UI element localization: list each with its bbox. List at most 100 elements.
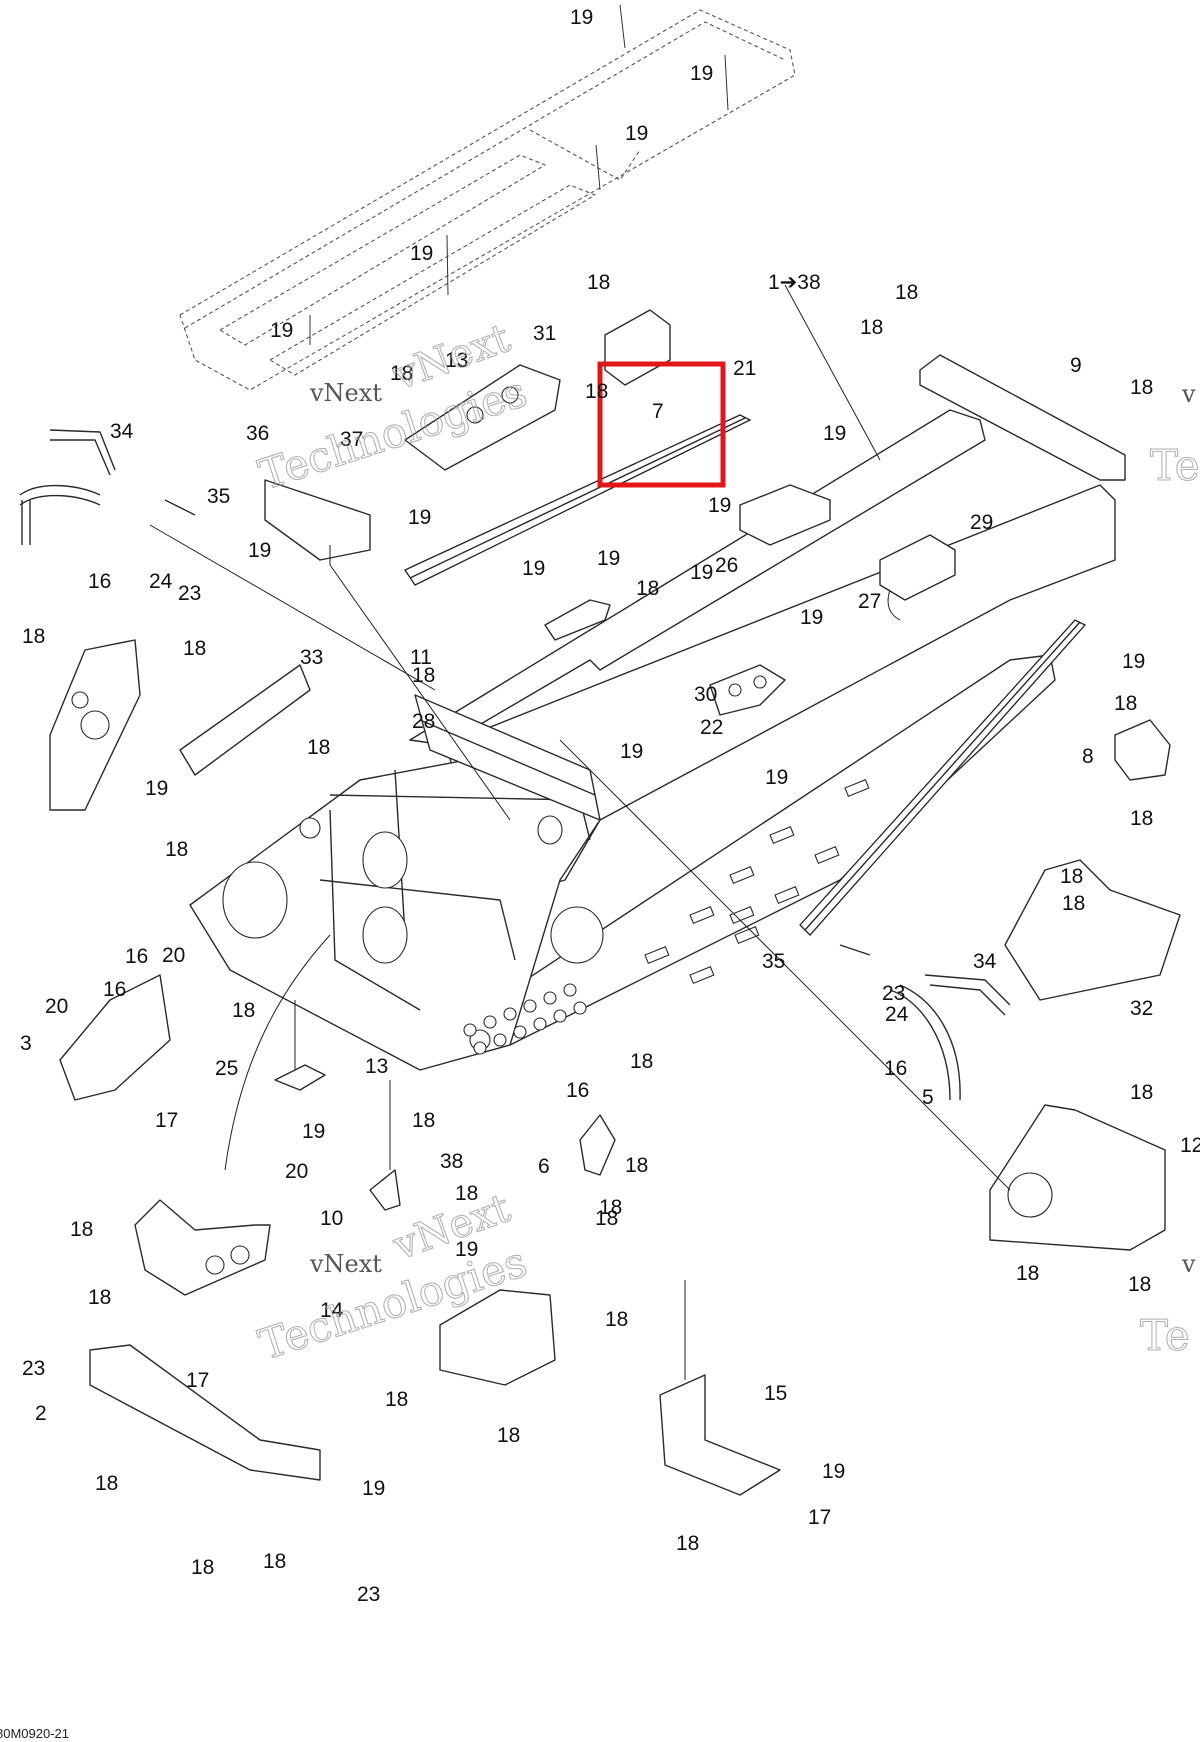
callout-label: 1➔38	[768, 271, 821, 294]
tunnel-front-perforations	[463, 983, 587, 1055]
part-9	[919, 354, 1126, 481]
drawing-code: 80M0920-21	[0, 1726, 69, 1741]
callout-label: 34	[973, 950, 997, 973]
callout-label: 18	[1016, 1262, 1039, 1285]
part-30	[709, 664, 786, 716]
callout-label: 19	[145, 777, 168, 800]
callout-label: 19	[248, 539, 271, 562]
callout-label: 18	[455, 1182, 478, 1205]
callout-label: 33	[300, 646, 323, 669]
callout-label: 19	[822, 1460, 845, 1483]
callout-label: 18	[1130, 1081, 1153, 1104]
callout-label: 20	[162, 944, 185, 967]
rail-21	[404, 414, 752, 586]
callout-label: 30	[694, 683, 717, 706]
part-3	[59, 974, 171, 1101]
part-33	[179, 664, 311, 776]
callout-label: 18	[232, 999, 255, 1022]
callout-label: 14	[320, 1299, 344, 1322]
callout-label: 28	[412, 710, 435, 733]
callout-label: 3	[20, 1032, 32, 1055]
watermark-upper-line1: vNext	[309, 379, 382, 407]
callout-label: 19	[708, 494, 731, 517]
callout-label: 19	[765, 766, 788, 789]
callout-label: 19	[270, 319, 293, 342]
callout-label: 17	[155, 1109, 178, 1132]
callout-label: 35	[762, 950, 785, 973]
callout-label: 18	[860, 316, 883, 339]
callout-label: 19	[690, 62, 713, 85]
part-31	[404, 364, 561, 471]
callout-label: 16	[88, 570, 111, 593]
watermark-edge-2: Te	[1150, 441, 1200, 490]
callout-label: 16	[125, 945, 148, 968]
part-35-left	[164, 499, 196, 516]
callout-label: 24	[885, 1003, 909, 1026]
callout-label: 19	[410, 242, 433, 265]
callout-label: 12	[1180, 1134, 1200, 1157]
part-14	[439, 1289, 556, 1386]
callout-label: 18	[263, 1550, 286, 1573]
callout-label: 18	[1130, 807, 1153, 830]
part-36	[264, 479, 371, 561]
part-5-right	[889, 984, 961, 1101]
callout-label: 26	[715, 554, 738, 577]
highlight-box	[597, 361, 726, 488]
callout-label: 7	[652, 400, 664, 423]
callout-label: 19	[620, 740, 643, 763]
watermark-edge-3: v	[1181, 1250, 1196, 1278]
callout-label: 19	[455, 1238, 478, 1261]
callout-label: 18	[1062, 892, 1085, 915]
callout-label: 23	[22, 1357, 45, 1380]
callout-label: 5	[922, 1086, 934, 1109]
part-13-lower	[274, 1064, 326, 1091]
callout-label: 22	[700, 716, 723, 739]
callout-label: 18	[183, 637, 206, 660]
callout-label: 19	[302, 1120, 325, 1143]
callout-label: 27	[858, 590, 881, 613]
callout-label: 20	[45, 995, 68, 1018]
callout-label: 6	[538, 1155, 550, 1178]
part-8	[1114, 719, 1171, 781]
callout-label: 18	[412, 1109, 435, 1132]
watermark-edge-4: Te	[1140, 1311, 1190, 1360]
callout-label: 37	[340, 428, 363, 451]
part-34-left	[49, 429, 116, 476]
callout-label: 18	[390, 362, 413, 385]
callout-label: 38	[440, 1150, 463, 1173]
callout-label: 18	[895, 281, 918, 304]
callout-label: 21	[733, 357, 756, 380]
callout-label: 18	[497, 1424, 520, 1447]
callout-label: 18	[1060, 865, 1083, 888]
part-29	[544, 599, 611, 641]
part-34-right	[924, 974, 1011, 1016]
callout-label: 19	[823, 422, 846, 445]
callout-label: 24	[149, 570, 173, 593]
callout-label: 18	[630, 1050, 653, 1073]
callout-label: 19	[362, 1477, 385, 1500]
callout-label: 10	[320, 1207, 343, 1230]
callout-label: 23	[178, 582, 201, 605]
callout-label: 13	[365, 1055, 388, 1078]
callout-label: 34	[110, 420, 134, 443]
tunnel-slots	[644, 779, 870, 985]
callout-label: 36	[246, 422, 269, 445]
watermark-lower-line1: vNext	[309, 1250, 382, 1278]
callout-label: 16	[103, 978, 126, 1001]
callout-label: 19	[690, 561, 713, 584]
callout-label: 31	[533, 322, 556, 345]
callout-label: 18	[587, 271, 610, 294]
running-board-panel	[179, 4, 796, 391]
callout-label: 9	[1070, 354, 1082, 377]
callout-label: 25	[215, 1057, 238, 1080]
callout-label: 18	[165, 838, 188, 861]
watermark-edge: v Te v Te	[1139, 380, 1200, 1361]
part-4-left	[19, 484, 101, 545]
part-10	[134, 1199, 271, 1296]
callout-label: 19	[800, 606, 823, 629]
callout-label: 32	[1130, 997, 1153, 1020]
watermark-edge-1: v	[1181, 380, 1196, 408]
